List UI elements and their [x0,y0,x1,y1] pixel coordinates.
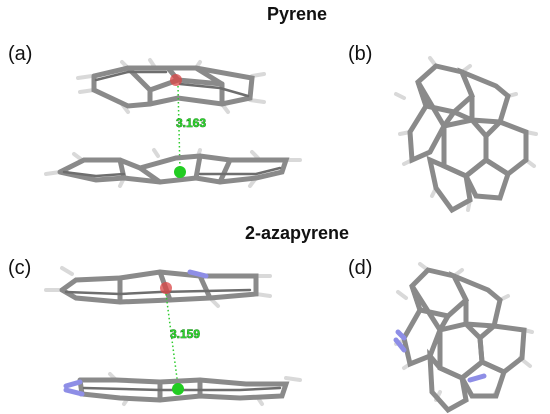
panel-b-top-view [394,56,538,214]
distance-label-c: 3.159 [170,327,200,341]
centroid-highlight-red-c [160,282,172,294]
panel-label-d: (d) [348,257,372,279]
centroid-distance-line-c [165,293,179,387]
pyrene-bottom-molecule [44,148,302,188]
azapyrene-top-molecule [44,266,272,308]
centroid-highlight-red [170,74,182,86]
panel-label-b: (b) [348,43,372,65]
title-pyrene: Pyrene [267,4,327,24]
title-azapyrene: 2-azapyrene [245,223,349,243]
panel-label-c: (c) [8,257,31,279]
centroid-green-c [172,383,184,395]
centroid-green [174,166,186,178]
panel-c-side-view: 3.159 [44,266,302,406]
panel-a-side-view: 3.163 [44,58,302,188]
panel-d-top-view [393,262,534,414]
distance-label-a: 3.163 [176,116,206,130]
azapyrene-bottom-molecule [63,372,302,406]
pyrene-top-molecule [76,58,266,114]
panel-label-a: (a) [8,43,32,65]
